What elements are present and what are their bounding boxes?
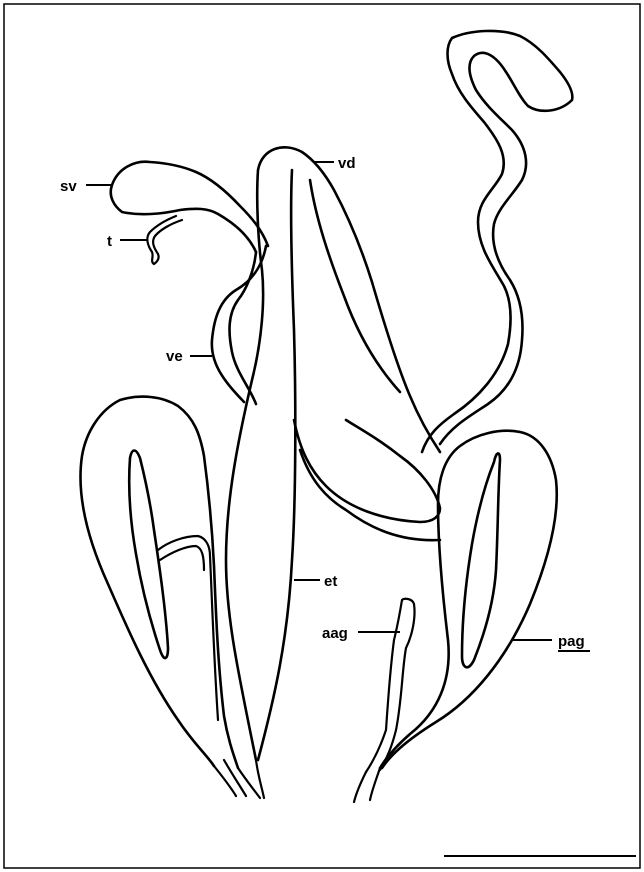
- figure-border: [4, 4, 640, 868]
- label-ve: ve: [166, 348, 183, 365]
- label-aag: aag: [322, 625, 348, 642]
- coiled-duct: [422, 31, 572, 452]
- label-pag: pag: [558, 633, 585, 650]
- testis-duct: [147, 216, 182, 264]
- label-et: et: [324, 573, 337, 590]
- vas-deferens-loop: [294, 420, 440, 540]
- left-accessory-gland: [80, 397, 238, 768]
- label-vd: vd: [338, 155, 356, 172]
- label-t: t: [107, 233, 112, 250]
- seminal-vesicle: [111, 162, 268, 252]
- basal-ducts: [214, 760, 380, 802]
- label-sv: sv: [60, 178, 77, 195]
- vas-efferens: [212, 246, 266, 404]
- ejaculatory-tube: [226, 147, 440, 760]
- anterior-accessory-gland: [366, 599, 415, 772]
